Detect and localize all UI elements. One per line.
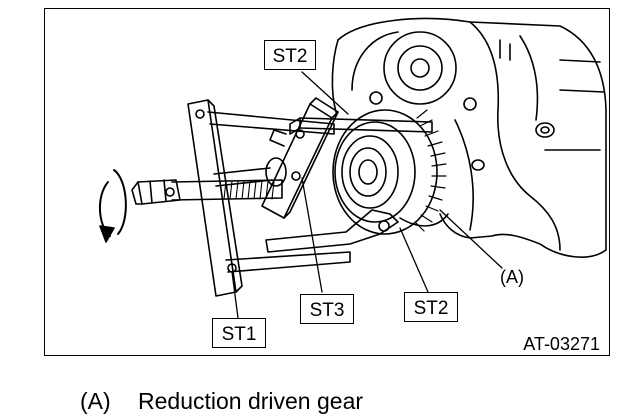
callout-st1: ST1 [212, 318, 266, 348]
callout-st2-bottom: ST2 [404, 292, 458, 322]
figure-id: AT-03271 [523, 334, 600, 354]
st2-puller-arms [265, 117, 433, 253]
label-part-a: (A) [500, 267, 524, 287]
legend-text: Reduction driven gear [138, 388, 364, 414]
st3-cross-beam [261, 97, 339, 219]
st1-frame [187, 99, 351, 297]
transmission-housing [331, 17, 607, 258]
rotation-arrow-icon [98, 169, 127, 243]
callout-st3: ST3 [300, 294, 354, 324]
forcing-screw [131, 157, 287, 205]
legend-key: (A) [80, 388, 111, 414]
reduction-driven-gear [332, 109, 449, 235]
leader-lines [231, 71, 503, 319]
callout-st2-top: ST2 [264, 40, 316, 70]
legend: (A) Reduction driven gear [80, 388, 363, 415]
